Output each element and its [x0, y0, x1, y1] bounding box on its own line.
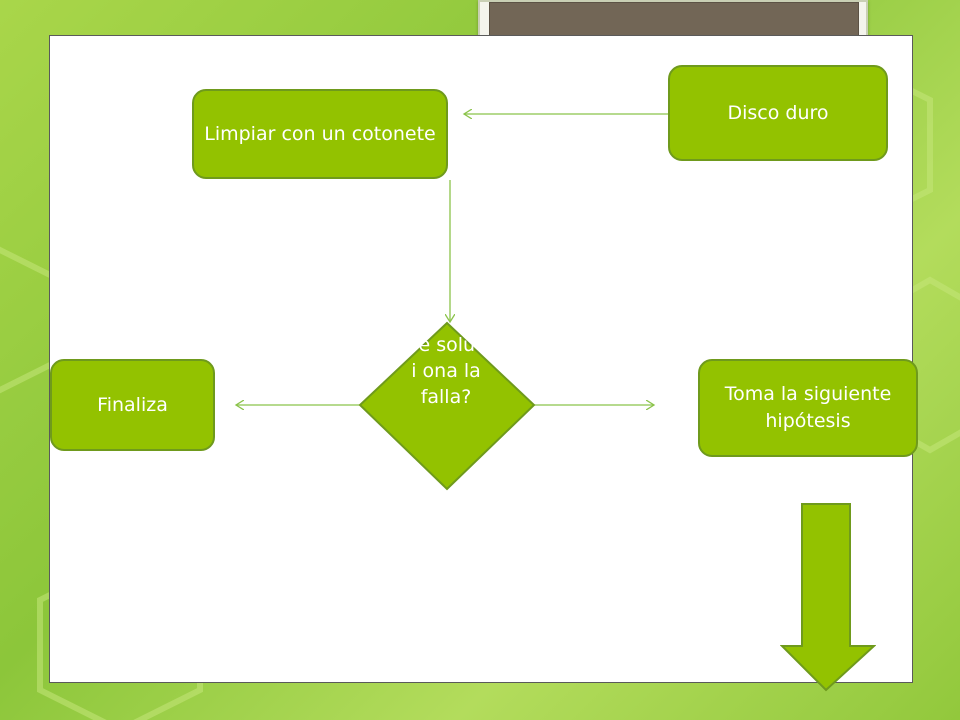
step-limpiar-cotonete: Limpiar con un cotonete [192, 89, 448, 179]
step-disco-label: Disco duro [727, 101, 829, 124]
step-toma-hipotesis: Toma la siguiente hipótesis [698, 359, 918, 457]
down-arrow-icon [780, 503, 876, 692]
step-disco-duro: Disco duro [668, 65, 888, 161]
decision-label: Se soluci ona la falla? [406, 334, 486, 409]
step-finaliza: Finaliza [50, 359, 215, 451]
step-toma-label: Toma la siguiente hipótesis [724, 383, 892, 432]
step-limpiar-label: Limpiar con un cotonete [204, 122, 436, 145]
step-finaliza-label: Finaliza [97, 393, 168, 416]
